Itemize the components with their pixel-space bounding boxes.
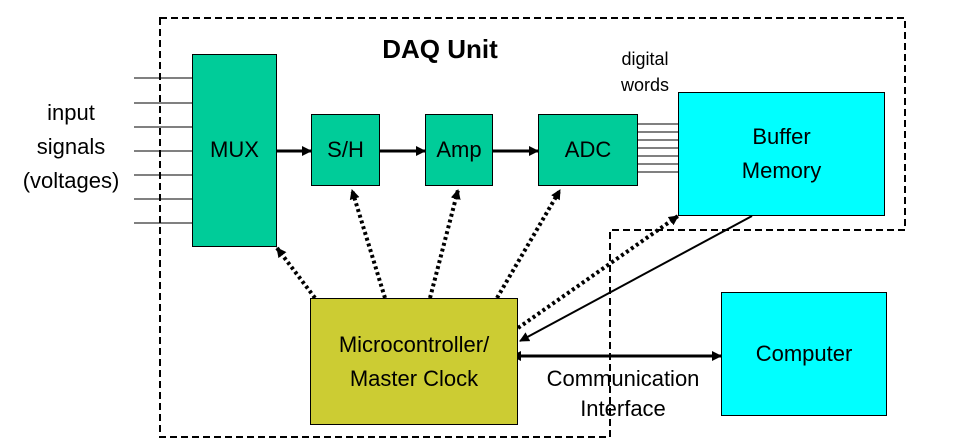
- amplifier-block: Amp: [425, 114, 493, 186]
- buffer-memory-block: Buffer Memory: [678, 92, 885, 216]
- amplifier-label: Amp: [436, 136, 482, 162]
- micro-label-line-1: Microcontroller/: [338, 331, 490, 357]
- microcontroller-block: Microcontroller/ Master Clock: [310, 298, 518, 425]
- input-signal-lines: [134, 77, 192, 224]
- digital-words-line-1: digital: [621, 49, 669, 69]
- adc-label: ADC: [564, 136, 612, 162]
- micro-label-line-2: Master Clock: [349, 365, 479, 391]
- control-arrow-mux: [275, 246, 317, 300]
- digital-word-lines: [638, 123, 678, 173]
- daq-unit-title: DAQ Unit: [382, 34, 498, 64]
- daq-unit-boundary: [159, 17, 906, 438]
- control-arrow-adc: [495, 188, 562, 300]
- mux-block: MUX: [192, 54, 277, 247]
- sample-hold-label: S/H: [327, 136, 364, 162]
- computer-block: Computer: [721, 292, 887, 416]
- adc-block: ADC: [538, 114, 638, 186]
- buffer-label-line-1: Buffer: [752, 124, 811, 149]
- input-label-line-3: (voltages): [22, 168, 120, 193]
- computer-label: Computer: [755, 340, 853, 366]
- comm-label-line-2: Interface: [580, 396, 666, 421]
- input-label-line-1: input: [47, 100, 95, 125]
- communication-interface-label: Communication Interface: [518, 364, 728, 424]
- digital-words-line-2: words: [620, 75, 669, 95]
- mux-label: MUX: [210, 137, 259, 163]
- buffer-label-line-2: Memory: [741, 158, 822, 183]
- control-arrow-amp: [428, 189, 461, 299]
- sample-hold-block: S/H: [311, 114, 380, 186]
- control-arrow-buffer: [516, 214, 680, 330]
- digital-words-label: digital words: [600, 46, 690, 98]
- input-label-line-2: signals: [36, 134, 106, 159]
- input-signals-label: input signals (voltages): [0, 96, 142, 198]
- control-arrow-sh: [349, 189, 387, 299]
- comm-label-line-1: Communication: [546, 366, 700, 391]
- arrow-buffer-to-micro: [519, 215, 753, 342]
